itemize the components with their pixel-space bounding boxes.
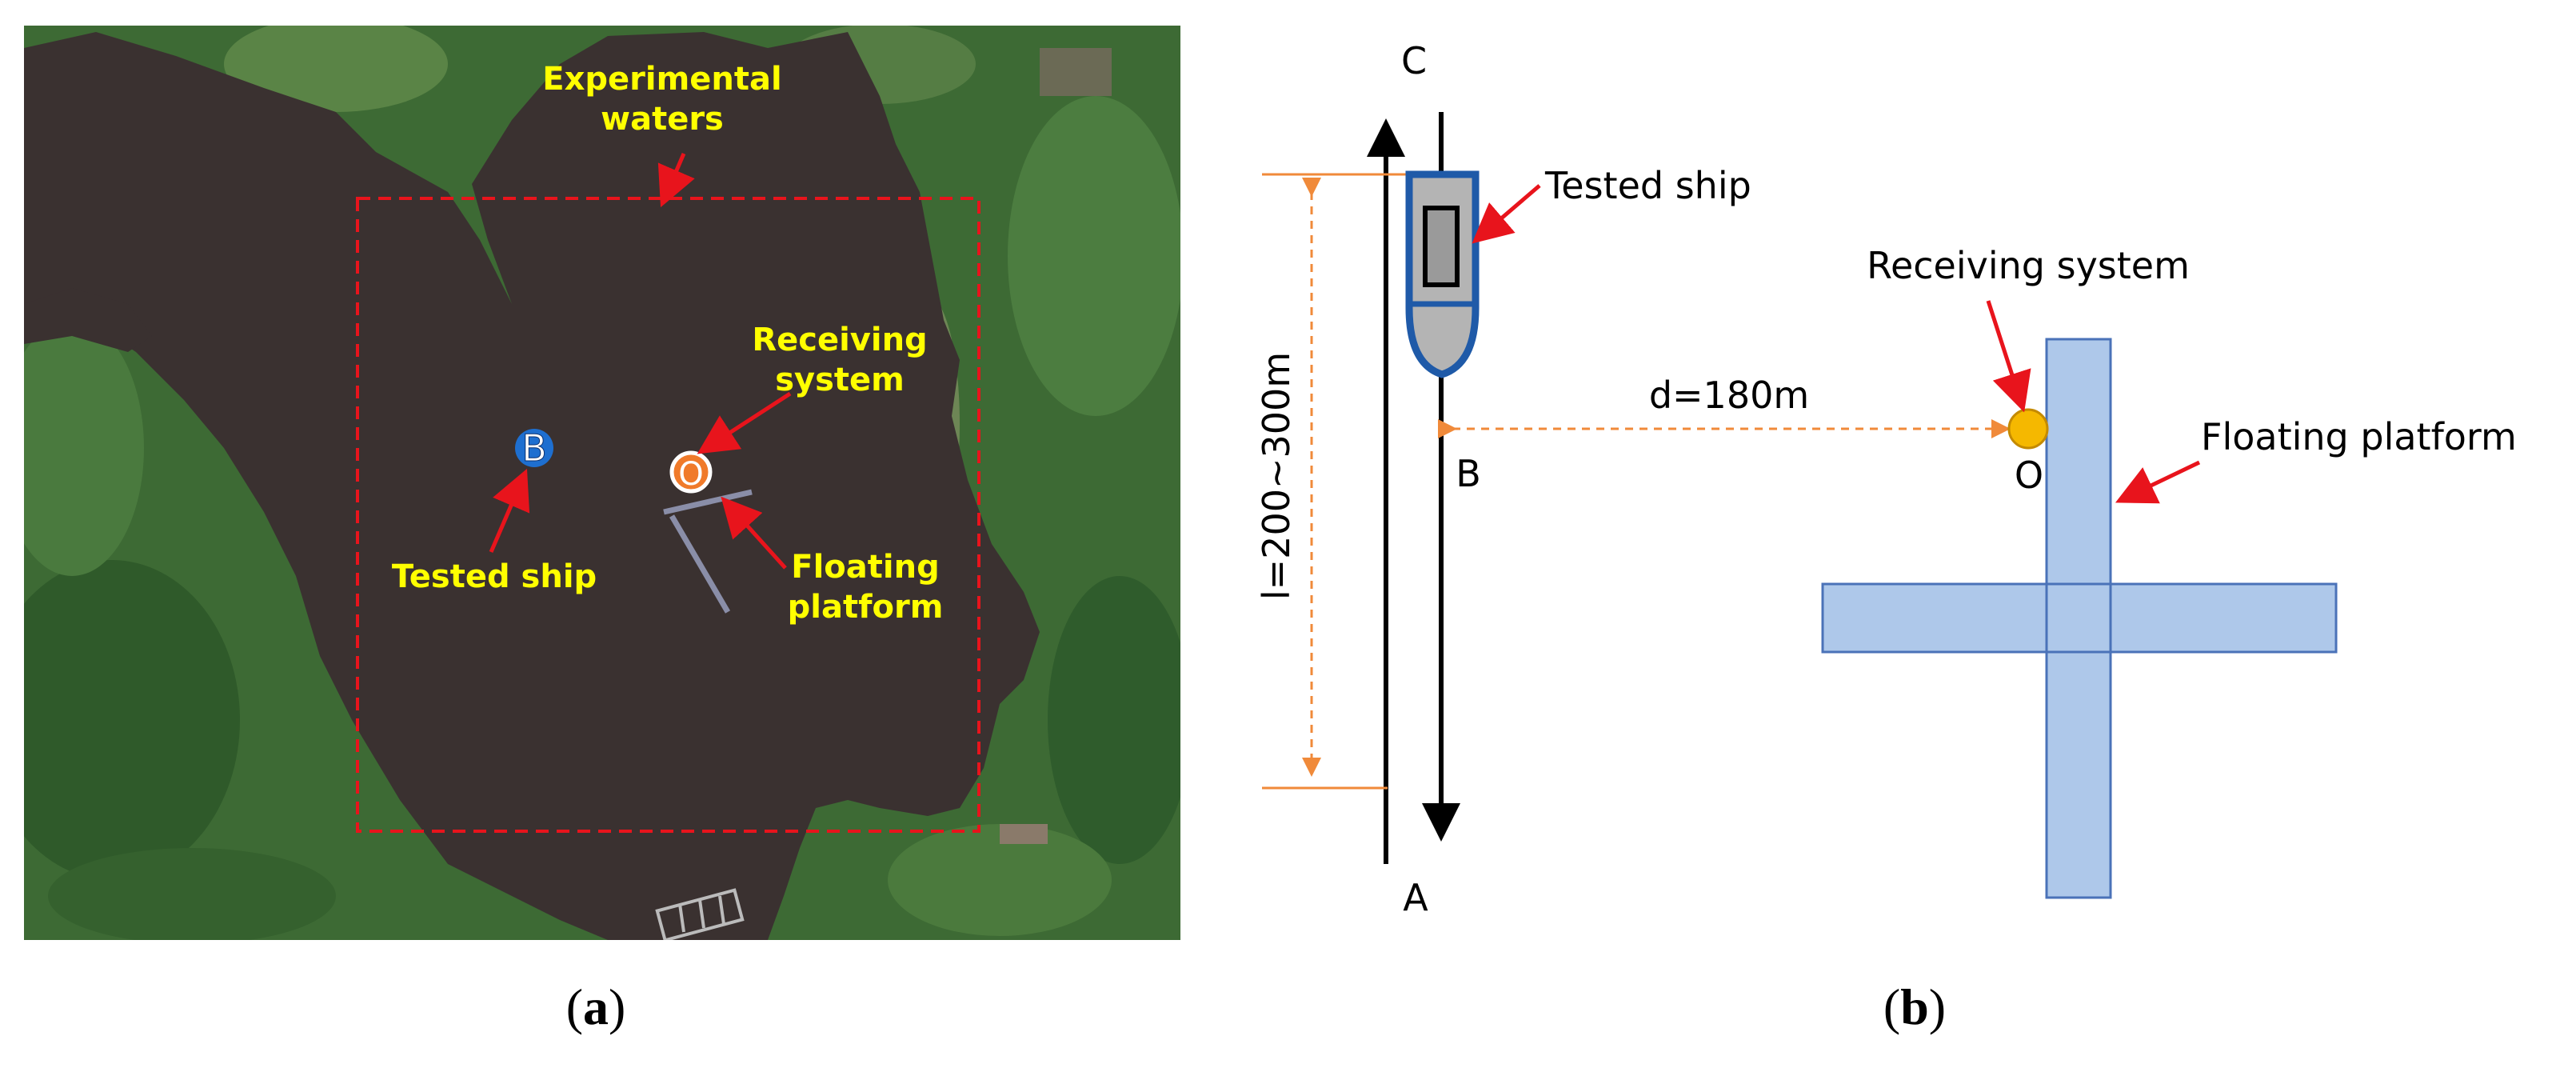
point-a-label: A xyxy=(1403,876,1428,919)
receiving-system-label-line2: system xyxy=(775,362,905,398)
experimental-waters-arrow xyxy=(657,153,695,208)
ship-marker-label: B xyxy=(521,426,547,470)
svg-text:(a): (a) xyxy=(566,978,626,1035)
water-body xyxy=(24,32,1040,940)
photo-pier xyxy=(655,888,745,940)
platform-vertical-overlap xyxy=(2048,586,2109,650)
distance-label: d=180m xyxy=(1649,374,1809,417)
length-label: l=200~300m xyxy=(1255,352,1298,600)
floating-platform-arrow xyxy=(721,496,787,570)
point-b-label: B xyxy=(1456,452,1481,495)
tested-ship-pointer xyxy=(1472,184,1541,244)
photo-platform xyxy=(663,489,753,614)
satellite-panel xyxy=(24,26,1180,940)
receiving-system-arrow xyxy=(697,391,792,454)
receiver-circle xyxy=(2007,408,2049,450)
tested-ship-label: Tested ship xyxy=(1544,164,1751,207)
receiving-system-label: Receiving system xyxy=(1867,244,2190,287)
ship-marker xyxy=(515,429,553,467)
point-o-label: O xyxy=(2015,454,2043,497)
receiver-marker-label: O xyxy=(678,456,703,493)
experimental-waters-label-line2: waters xyxy=(601,101,724,138)
svg-text:(b): (b) xyxy=(1883,978,1946,1035)
receiver-marker xyxy=(669,450,713,494)
caption-a: (a) xyxy=(566,978,626,1035)
experimental-waters-boundary xyxy=(356,197,980,833)
floating-platform-pointer xyxy=(2115,460,2201,504)
floating-platform-label: Floating platform xyxy=(2201,415,2517,458)
schematic-panel: C A l=200~300m Tested ship B d=180m xyxy=(1255,39,2517,919)
floating-platform-label-line1: Floating xyxy=(791,549,939,586)
receiving-system-pointer xyxy=(1986,300,2031,413)
tested-ship-label: Tested ship xyxy=(392,558,597,595)
receiving-system-label-line1: Receiving xyxy=(752,322,927,358)
experimental-waters-label-line1: Experimental xyxy=(542,61,781,98)
caption-b: (b) xyxy=(1883,978,1946,1035)
floating-platform-label-line2: platform xyxy=(788,589,944,626)
tested-ship-arrow xyxy=(489,468,530,553)
water-inlet-left xyxy=(24,288,152,352)
point-c-label: C xyxy=(1401,39,1427,82)
tested-ship-shape xyxy=(1405,170,1480,378)
